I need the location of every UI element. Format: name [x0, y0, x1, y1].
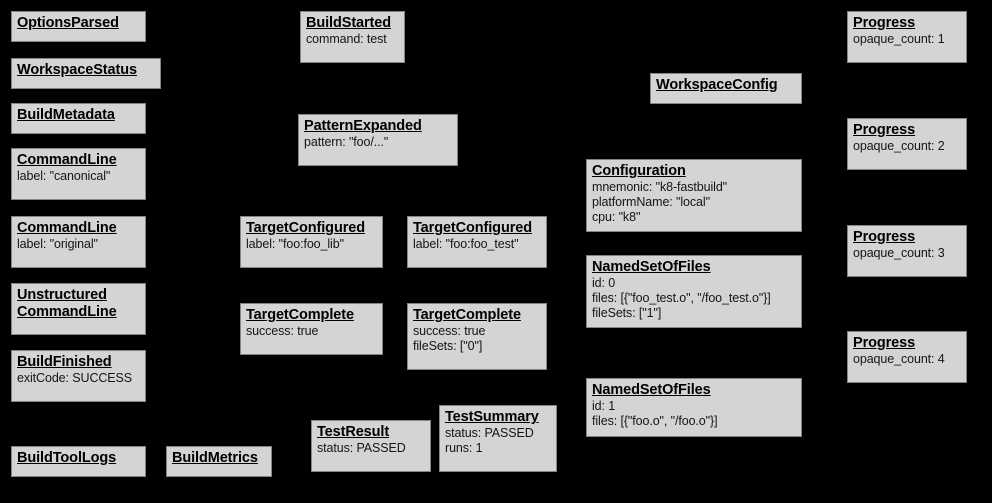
node-title: OptionsParsed [17, 15, 119, 31]
node-title: TestResult [317, 424, 390, 440]
node-workspace-status[interactable]: WorkspaceStatus [11, 58, 161, 89]
node-field: id: 0 [592, 276, 616, 290]
node-field: success: true [413, 324, 486, 338]
node-unstructured-command-line[interactable]: Unstructured CommandLine [11, 283, 146, 335]
node-title: CommandLine [17, 152, 117, 168]
node-title: TargetComplete [413, 307, 521, 323]
node-title: Progress [853, 122, 916, 138]
node-field: cpu: "k8" [592, 210, 641, 224]
node-field: fileSets: ["1"] [592, 306, 662, 320]
node-field: id: 1 [592, 399, 616, 413]
node-build-metrics[interactable]: BuildMetrics [166, 446, 272, 477]
node-field: opaque_count: 1 [853, 32, 945, 46]
node-field: opaque_count: 2 [853, 139, 945, 153]
node-field: status: PASSED [445, 426, 534, 440]
node-field: label: "original" [17, 237, 98, 251]
node-title: NamedSetOfFiles [592, 259, 711, 275]
node-build-metadata[interactable]: BuildMetadata [11, 103, 146, 134]
node-title: Progress [853, 15, 916, 31]
node-title: BuildStarted [306, 15, 392, 31]
node-field: pattern: "foo/..." [304, 135, 389, 149]
node-field: files: [{"foo_test.o", "/foo_test.o"}] [592, 291, 771, 305]
node-title: Progress [853, 229, 916, 245]
node-title: TargetConfigured [246, 220, 365, 236]
node-field: success: true [246, 324, 319, 338]
node-workspace-config[interactable]: WorkspaceConfig [650, 73, 802, 104]
node-title: PatternExpanded [304, 118, 422, 134]
node-title: WorkspaceStatus [17, 62, 137, 78]
node-field: label: "foo:foo_test" [413, 237, 519, 251]
node-field: label: "canonical" [17, 169, 111, 183]
node-build-tool-logs[interactable]: BuildToolLogs [11, 446, 146, 477]
node-field: platformName: "local" [592, 195, 710, 209]
node-title: Progress [853, 335, 916, 351]
node-field: label: "foo:foo_lib" [246, 237, 344, 251]
node-field: command: test [306, 32, 387, 46]
node-options-parsed[interactable]: OptionsParsed [11, 11, 146, 42]
node-title: TargetConfigured [413, 220, 532, 236]
node-title: TargetComplete [246, 307, 354, 323]
node-title: WorkspaceConfig [656, 77, 778, 93]
node-field: runs: 1 [445, 441, 483, 455]
node-field: fileSets: ["0"] [413, 339, 483, 353]
node-field: opaque_count: 3 [853, 246, 945, 260]
node-title: BuildFinished [17, 354, 112, 370]
node-title: Unstructured CommandLine [17, 287, 117, 320]
node-title: BuildToolLogs [17, 450, 117, 466]
node-field: files: [{"foo.o", "/foo.o"}] [592, 414, 718, 428]
node-title: CommandLine [17, 220, 117, 236]
node-title: BuildMetadata [17, 107, 115, 123]
node-title: TestSummary [445, 409, 539, 425]
node-field: opaque_count: 4 [853, 352, 945, 366]
node-field: mnemonic: "k8-fastbuild" [592, 180, 728, 194]
node-title: NamedSetOfFiles [592, 382, 711, 398]
node-title: Configuration [592, 163, 686, 179]
node-field: status: PASSED [317, 441, 406, 455]
node-field: exitCode: SUCCESS [17, 371, 133, 385]
node-title: BuildMetrics [172, 450, 258, 466]
